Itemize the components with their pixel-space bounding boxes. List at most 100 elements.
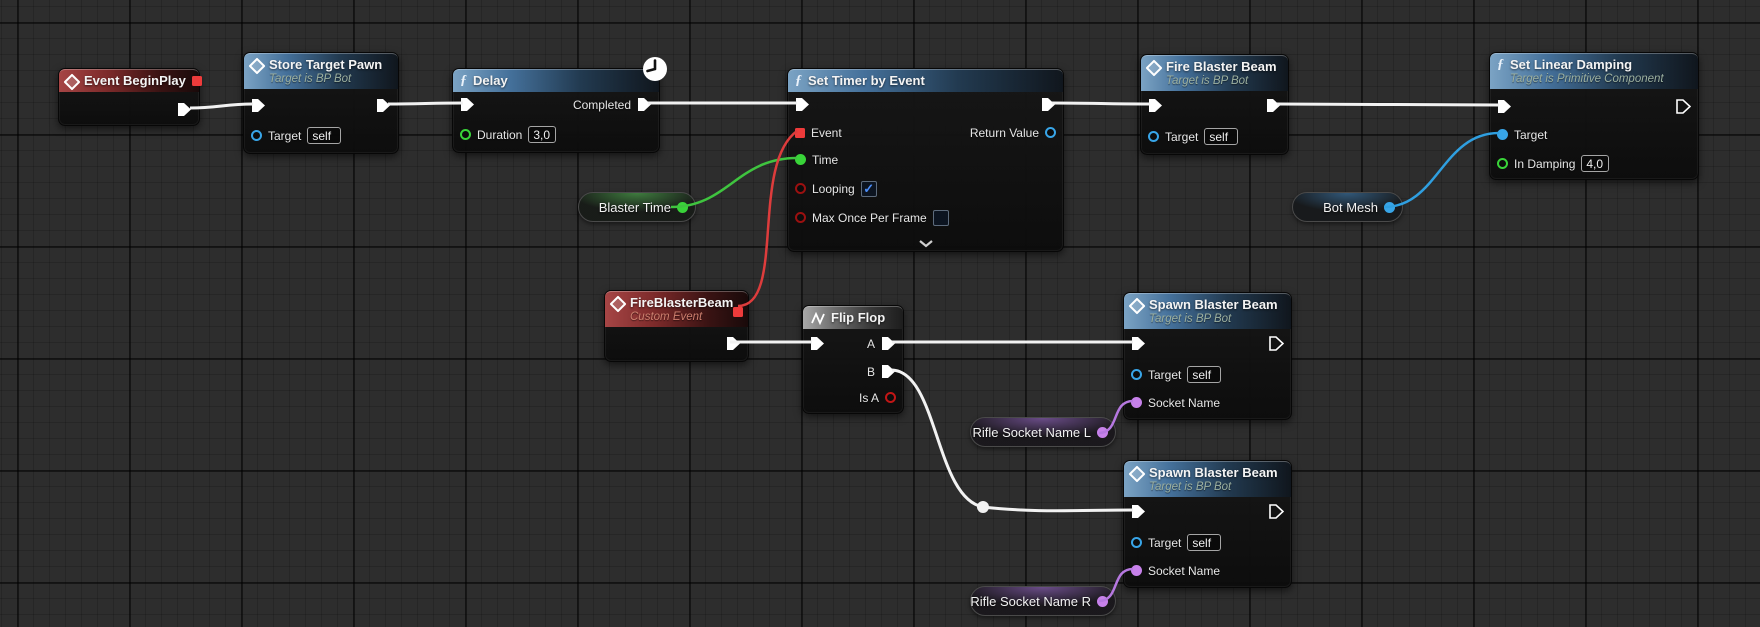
node-title: Set Linear Damping <box>1510 57 1664 73</box>
node-set-timer-by-event[interactable]: ƒ Set Timer by Event Event Return Value … <box>787 68 1064 252</box>
exec-out-pin[interactable] <box>1676 99 1691 114</box>
delegate-pin[interactable] <box>192 76 202 86</box>
node-header: Spawn Blaster Beam Target is BP Bot <box>1124 461 1291 497</box>
pin-label: Target <box>268 129 301 143</box>
node-header: ƒ Set Linear Damping Target is Primitive… <box>1490 53 1698 89</box>
variable-label: Bot Mesh <box>1323 200 1378 215</box>
exec-in-pin[interactable] <box>251 98 266 113</box>
exec-out-pin[interactable] <box>1269 336 1284 351</box>
function-icon: ƒ <box>795 73 802 88</box>
pin-label: Time <box>812 153 838 167</box>
exec-out-pin[interactable] <box>1269 504 1284 519</box>
pin-label: A <box>867 337 875 351</box>
return-value-pin[interactable] <box>1045 127 1056 138</box>
node-set-linear-damping[interactable]: ƒ Set Linear Damping Target is Primitive… <box>1489 52 1699 180</box>
node-spawn-blaster-beam-bottom[interactable]: Spawn Blaster Beam Target is BP Bot Targ… <box>1123 460 1292 588</box>
target-object-pin[interactable] <box>1131 369 1142 380</box>
pin-label: Target <box>1514 128 1547 142</box>
node-fireblasterbeam-custom-event[interactable]: FireBlasterBeam Custom Event <box>604 290 749 362</box>
variable-node-rifle-socket-name-l[interactable]: Rifle Socket Name L <box>970 417 1116 447</box>
exec-out-pin[interactable] <box>177 102 192 117</box>
node-flip-flop[interactable]: Flip Flop A B Is A <box>802 305 904 414</box>
node-event-beginplay[interactable]: Event BeginPlay <box>58 68 200 126</box>
node-subtitle: Target is Primitive Component <box>1510 73 1664 86</box>
max-once-checkbox[interactable] <box>933 210 949 226</box>
pin-label: Duration <box>477 128 522 142</box>
target-object-pin[interactable] <box>251 130 262 141</box>
event-diamond-icon <box>64 74 81 91</box>
pin-label: Socket Name <box>1148 564 1220 578</box>
pin-label: Looping <box>812 182 855 196</box>
delegate-out-pin[interactable] <box>733 307 743 317</box>
pin-label: Target <box>1148 536 1181 550</box>
event-diamond-icon <box>1146 60 1163 77</box>
wire-object-botmesh-to-target[interactable] <box>1384 133 1499 207</box>
wire-exec-settimer-to-fireblaster[interactable] <box>1052 103 1150 104</box>
duration-float-pin[interactable] <box>460 129 471 140</box>
exec-in-pin[interactable] <box>1148 98 1163 113</box>
wire-exec-fireblaster-to-damping[interactable] <box>1277 104 1499 105</box>
node-subtitle: Target is BP Bot <box>1149 481 1278 494</box>
socket-name-pin[interactable] <box>1131 565 1142 576</box>
node-subtitle: Target is BP Bot <box>269 73 382 86</box>
in-damping-float-pin[interactable] <box>1497 158 1508 169</box>
node-title: Spawn Blaster Beam <box>1149 297 1278 313</box>
pin-label: Socket Name <box>1148 396 1220 410</box>
target-object-pin[interactable] <box>1148 131 1159 142</box>
target-value-input[interactable] <box>307 127 341 144</box>
event-diamond-icon <box>1129 466 1146 483</box>
exec-in-pin[interactable] <box>1131 504 1146 519</box>
latent-clock-icon <box>641 55 669 83</box>
exec-in-pin[interactable] <box>810 336 825 351</box>
node-store-target-pawn[interactable]: Store Target Pawn Target is BP Bot Targe… <box>243 52 399 154</box>
wire-exec-store-to-delay[interactable] <box>388 103 463 104</box>
variable-node-rifle-socket-name-r[interactable]: Rifle Socket Name R <box>970 586 1116 616</box>
node-title: Event BeginPlay <box>84 73 186 89</box>
pin-label: Event <box>811 126 842 140</box>
node-header: ƒ Delay <box>453 69 659 92</box>
node-header: ƒ Set Timer by Event <box>788 69 1063 92</box>
event-diamond-icon <box>610 296 627 313</box>
duration-value-input[interactable] <box>528 126 556 143</box>
looping-checkbox[interactable]: ✓ <box>861 181 877 197</box>
exec-in-pin[interactable] <box>1131 336 1146 351</box>
node-delay[interactable]: ƒ Delay Completed Duration <box>452 68 660 153</box>
flipflop-zigzag-icon <box>810 312 825 325</box>
target-value-input[interactable] <box>1187 366 1221 383</box>
socket-name-pin[interactable] <box>1131 397 1142 408</box>
node-title: Set Timer by Event <box>808 73 925 89</box>
target-object-pin[interactable] <box>1497 129 1508 140</box>
pin-label: Max Once Per Frame <box>812 211 927 225</box>
pin-label: Target <box>1165 130 1198 144</box>
variable-label: Rifle Socket Name L <box>973 425 1092 440</box>
in-damping-value-input[interactable] <box>1581 155 1609 172</box>
target-value-input[interactable] <box>1187 534 1221 551</box>
variable-label: Rifle Socket Name R <box>970 594 1091 609</box>
event-diamond-icon <box>1129 298 1146 315</box>
expand-advanced-chevron-icon[interactable] <box>918 239 934 248</box>
looping-bool-pin[interactable] <box>795 183 806 194</box>
pin-label: In Damping <box>1514 157 1575 171</box>
target-value-input[interactable] <box>1204 128 1238 145</box>
node-spawn-blaster-beam-top[interactable]: Spawn Blaster Beam Target is BP Bot Targ… <box>1123 292 1292 420</box>
pin-label: Is A <box>859 391 879 405</box>
node-fire-blaster-beam[interactable]: Fire Blaster Beam Target is BP Bot Targe… <box>1140 54 1289 155</box>
event-diamond-icon <box>249 58 266 75</box>
pin-label: Return Value <box>970 126 1039 140</box>
function-icon: ƒ <box>460 73 467 88</box>
exec-in-pin[interactable] <box>1497 99 1512 114</box>
node-title: Store Target Pawn <box>269 57 382 73</box>
max-once-bool-pin[interactable] <box>795 212 806 223</box>
is-a-bool-pin[interactable] <box>885 392 896 403</box>
node-title: Spawn Blaster Beam <box>1149 465 1278 481</box>
node-title: FireBlasterBeam <box>630 295 733 311</box>
node-header: Fire Blaster Beam Target is BP Bot <box>1141 55 1288 91</box>
node-subtitle: Custom Event <box>630 311 733 324</box>
exec-in-pin[interactable] <box>795 97 810 112</box>
time-float-pin[interactable] <box>795 154 806 165</box>
node-subtitle: Target is BP Bot <box>1149 313 1278 326</box>
target-object-pin[interactable] <box>1131 537 1142 548</box>
exec-out-pin[interactable] <box>376 98 391 113</box>
variable-label: Blaster Time <box>599 200 671 215</box>
